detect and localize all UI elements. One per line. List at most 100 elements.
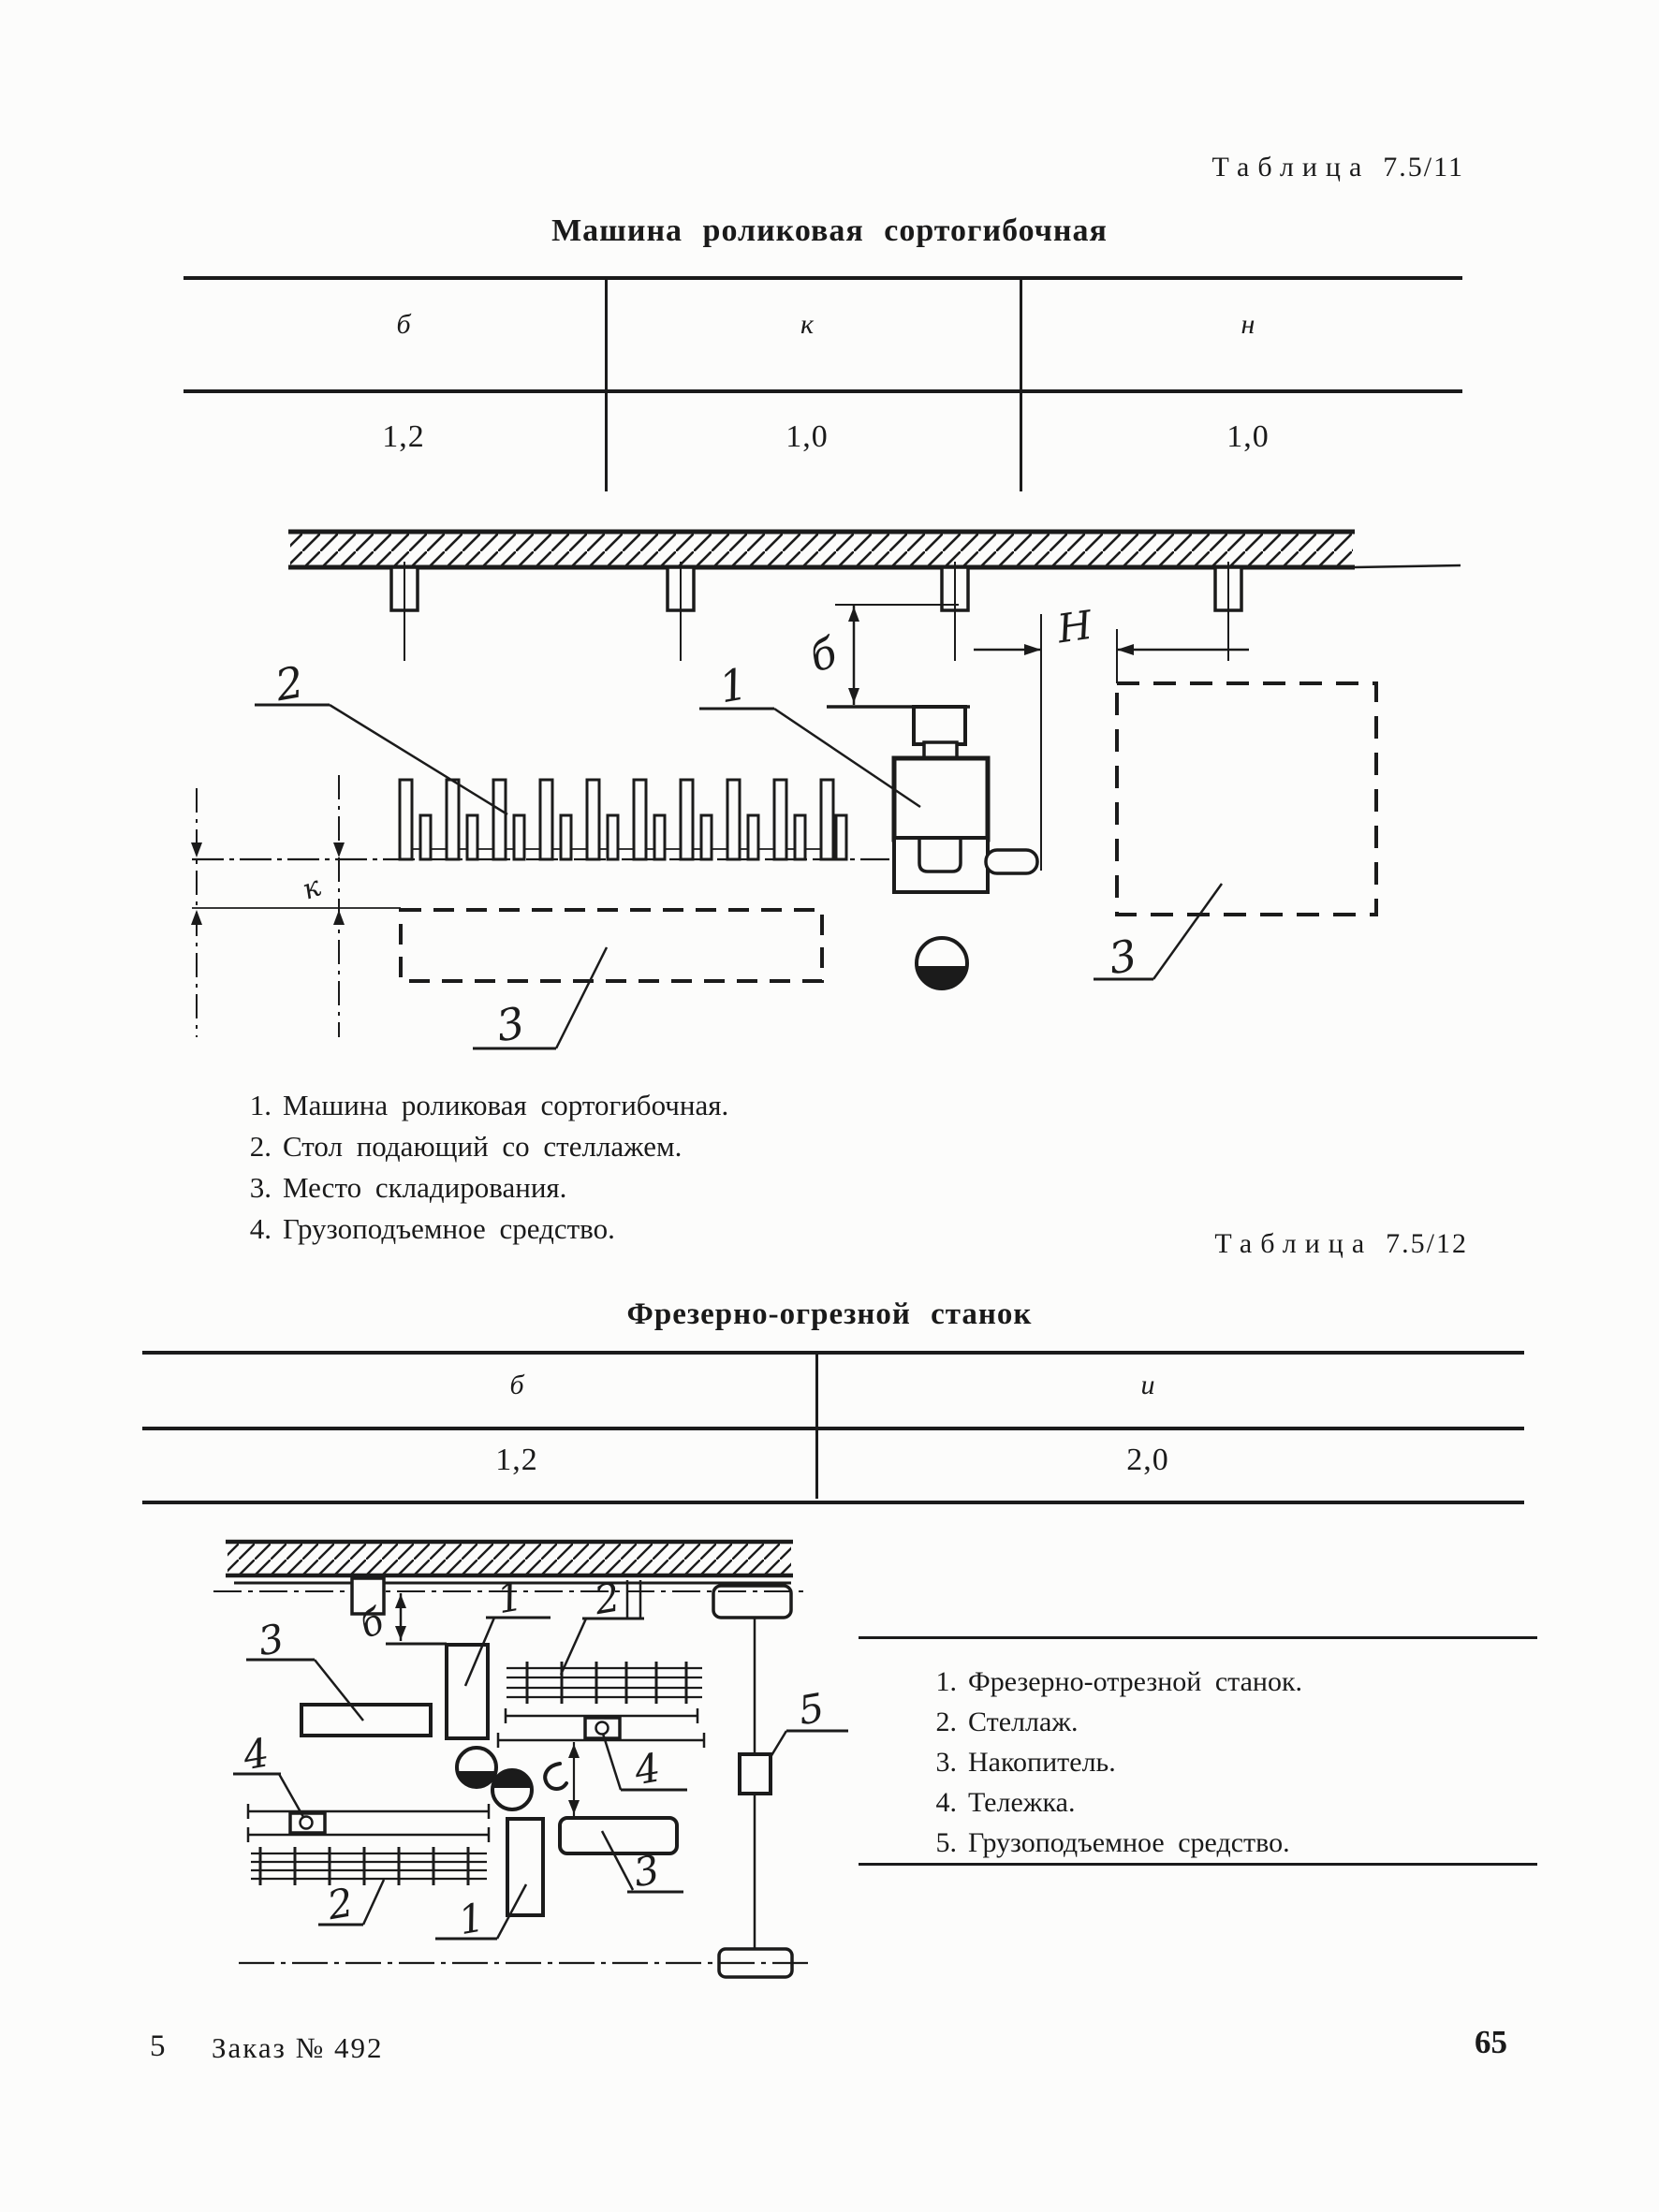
- legend-item: 4. Грузоподъемное средство.: [236, 1212, 728, 1246]
- accumulator-right: [558, 1816, 679, 1855]
- cart-track-upper: [496, 1708, 706, 1748]
- legend-item-number: 2.: [249, 1130, 272, 1163]
- legend-item: 2. Стол подающий со стеллажем.: [236, 1130, 728, 1164]
- dimension-b: б: [804, 604, 959, 705]
- monorail: [213, 1581, 803, 1592]
- legend-item-text: Грузоподъемное средство.: [968, 1827, 1290, 1858]
- crane-symbol: [915, 936, 969, 990]
- legend2-rule-top: [859, 1636, 1537, 1639]
- callout-4-right: 4: [601, 1733, 687, 1794]
- table2-col-b: б: [509, 1370, 524, 1400]
- hanger-bracket: [666, 562, 696, 661]
- svg-text:3: 3: [492, 997, 528, 1051]
- legend-table1: 1. Машина роликовая сортогибочная. 2. Ст…: [236, 1089, 728, 1253]
- storage-place-right: [1115, 681, 1378, 916]
- table1-rule-mid: [184, 389, 1462, 393]
- svg-text:5: 5: [795, 1684, 828, 1734]
- table2-rule-top: [142, 1351, 1524, 1355]
- rack-lower: [251, 1847, 487, 1885]
- table1-label-word: Таблица: [1211, 152, 1371, 183]
- callout-2-bottom: 2: [318, 1879, 386, 1928]
- table1-rule-top: [184, 276, 1462, 280]
- machine-upper: [445, 1643, 490, 1740]
- feeding-table-rack: [192, 778, 889, 861]
- roller-bending-machine-outline: [827, 705, 1039, 894]
- machine-lower: [506, 1817, 545, 1917]
- table1-val-2: 1,0: [785, 419, 829, 454]
- legend-item: 1. Фрезерно-отрезной станок.: [921, 1665, 1303, 1698]
- callout-3-left: 3: [473, 946, 609, 1051]
- diagram-roller-bending-machine: б Н: [191, 529, 1461, 1051]
- callout-2-top: 2: [559, 1574, 644, 1676]
- table1-label-number: 7.5/11: [1383, 152, 1464, 183]
- ceiling-beam: [288, 529, 1461, 570]
- diagram-milling-cutoff-machine: б: [213, 1539, 848, 1979]
- table2-val-2: 2,0: [1126, 1443, 1169, 1477]
- crane-symbol: [491, 1768, 534, 1811]
- storage-place-left: [399, 908, 824, 983]
- legend-item: 4. Тележка.: [921, 1786, 1302, 1819]
- rack-posts: [398, 778, 848, 861]
- crane-trolley: [712, 1584, 793, 1619]
- legend-item: 3. Накопитель.: [921, 1746, 1302, 1779]
- dim-k-label: к: [298, 871, 325, 907]
- transfer-arrow: [568, 1742, 580, 1816]
- legend-item-number: 4.: [249, 1212, 272, 1245]
- table1-col-b: б: [396, 309, 411, 340]
- rail-bracket: [350, 1576, 386, 1616]
- legend-item-number: 1.: [935, 1666, 958, 1697]
- legend-item-text: Место складирования.: [283, 1171, 567, 1204]
- table2-label: Таблица 7.5/12: [1214, 1228, 1468, 1260]
- table2-label-word: Таблица: [1214, 1228, 1373, 1259]
- svg-text:4: 4: [239, 1729, 272, 1779]
- legend-item-text: Накопитель.: [968, 1747, 1116, 1778]
- table2-rule-bottom: [142, 1501, 1524, 1504]
- legend-item: 5. Грузоподъемное средство.: [921, 1826, 1302, 1859]
- svg-text:3: 3: [1105, 930, 1140, 984]
- svg-text:2: 2: [271, 656, 307, 710]
- legend-item: 2. Стеллаж.: [921, 1706, 1302, 1738]
- table2-label-number: 7.5/12: [1386, 1228, 1468, 1259]
- legend-item-text: Грузоподъемное средство.: [283, 1212, 615, 1245]
- table1-label: Таблица 7.5/11: [1211, 152, 1464, 183]
- table1-divider-1: [605, 280, 608, 491]
- svg-text:2: 2: [323, 1879, 357, 1928]
- legend-item-number: 4.: [935, 1787, 958, 1818]
- legend-item-text: Стол подающий со стеллажем.: [283, 1130, 683, 1163]
- callout-5: 5: [769, 1684, 848, 1758]
- legend-item-text: Фрезерно-отрезной станок.: [968, 1666, 1303, 1697]
- callout-3-right: 3: [1094, 883, 1224, 984]
- table1-val-1: 1,2: [382, 419, 425, 454]
- legend-item: 3. Место складирования.: [236, 1171, 728, 1205]
- rack-upper: [507, 1662, 702, 1704]
- dim-n-label: Н: [1053, 602, 1095, 652]
- legend-item-number: 2.: [935, 1707, 958, 1737]
- table2-val-1: 1,2: [495, 1443, 538, 1477]
- legend-table2: 1. Фрезерно-отрезной станок. 2. Стеллаж.…: [921, 1665, 1303, 1867]
- legend2-rule-bottom: [859, 1863, 1537, 1866]
- table1-col-n: н: [1241, 309, 1255, 340]
- svg-text:1: 1: [455, 1894, 488, 1943]
- table2-col-i: и: [1140, 1370, 1155, 1400]
- table1-val-3: 1,0: [1226, 419, 1270, 454]
- legend-item-number: 3.: [935, 1747, 958, 1778]
- accumulator-left: [300, 1703, 433, 1737]
- svg-text:1: 1: [715, 658, 751, 712]
- hanger-bracket: [389, 562, 419, 661]
- table2-title: Фрезерно-огрезной станок: [626, 1297, 1033, 1331]
- legend-item-number: 5.: [935, 1827, 958, 1858]
- svg-text:2: 2: [590, 1574, 624, 1623]
- svg-text:4: 4: [630, 1744, 664, 1794]
- legend-item-number: 1.: [249, 1089, 272, 1121]
- callout-2: 2: [255, 656, 508, 816]
- svg-text:1: 1: [493, 1573, 526, 1622]
- table1-divider-2: [1020, 280, 1022, 491]
- page-number: 65: [1475, 2024, 1507, 2060]
- svg-text:3: 3: [255, 1615, 287, 1664]
- ceiling-beam: [226, 1539, 793, 1578]
- hanger-bracket: [940, 562, 970, 661]
- dimension-k: к: [191, 775, 401, 1037]
- legend-item-text: Машина роликовая сортогибочная.: [283, 1089, 729, 1121]
- lifting-device: [717, 1618, 794, 1979]
